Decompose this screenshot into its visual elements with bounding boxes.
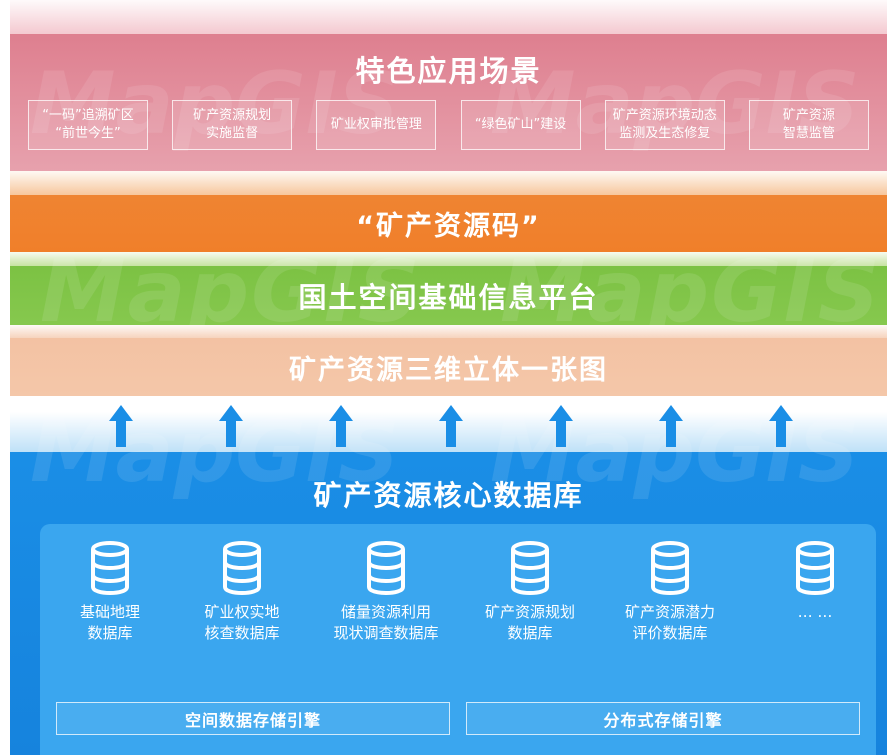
platform-layer-top (10, 252, 887, 266)
scene-box: 矿产资源环境动态 监测及生态修复 (604, 100, 725, 150)
scene-box: “绿色矿山”建设 (460, 100, 581, 150)
arrow-up-icon (439, 405, 463, 447)
database-label: 储量资源利用 现状调查数据库 (333, 603, 439, 642)
database-item: 矿业权实地 核查数据库 (172, 540, 312, 644)
database-icon (796, 541, 834, 595)
scenes-layer-top (10, 0, 887, 34)
database-panel: 基础地理 数据库 矿业权实地 核查数据库 (40, 524, 876, 755)
scene-box: “一码”追溯矿区 “前世今生” (28, 100, 148, 150)
arrow-up-icon (549, 405, 573, 447)
scene-box: 矿业权审批管理 (316, 100, 437, 150)
map3d-layer: 矿产资源三维立体一张图 (10, 338, 887, 396)
database-item: 储量资源利用 现状调查数据库 (311, 540, 461, 644)
scenes-title: 特色应用场景 (355, 54, 542, 88)
map3d-layer-top (10, 325, 887, 338)
ore-code-layer-top (10, 171, 887, 195)
database-label: 矿产资源规划 数据库 (484, 603, 575, 642)
scene-box: 矿产资源 智慧监管 (748, 100, 869, 150)
database-label: 基础地理 数据库 (79, 603, 140, 642)
database-item: 基础地理 数据库 (40, 540, 180, 644)
platform-title: 国土空间基础信息平台 (298, 280, 599, 314)
database-label: … … (797, 603, 833, 621)
database-item: 矿产资源潜力 评价数据库 (600, 540, 740, 644)
database-icon (91, 541, 129, 595)
database-icon (651, 541, 689, 595)
database-item: … … (750, 540, 880, 623)
database-label: 矿产资源潜力 评价数据库 (624, 603, 715, 642)
map3d-title: 矿产资源三维立体一张图 (289, 354, 608, 386)
ore-code-title: “矿产资源码” (356, 211, 541, 242)
database-icon (511, 541, 549, 595)
arrow-up-icon (109, 405, 133, 447)
arrow-up-icon (219, 405, 243, 447)
scenes-row: “一码”追溯矿区 “前世今生” 矿产资源规划 实施监督 矿业权审批管理 “绿色矿… (28, 100, 869, 150)
database-label: 矿业权实地 核查数据库 (204, 603, 280, 642)
arrow-up-icon (659, 405, 683, 447)
database-title: 矿产资源核心数据库 (313, 479, 584, 512)
arrow-up-icon (769, 405, 793, 447)
database-item: 矿产资源规划 数据库 (460, 540, 600, 644)
storage-engine-box: 空间数据存储引擎 (56, 702, 450, 735)
scenes-layer: 特色应用场景 “一码”追溯矿区 “前世今生” 矿产资源规划 实施监督 矿业权审批… (10, 34, 887, 171)
storage-engine-box: 分布式存储引擎 (466, 702, 860, 735)
arrow-up-icon (329, 405, 353, 447)
ore-code-layer: “矿产资源码” (10, 195, 887, 252)
database-icon (223, 541, 261, 595)
platform-layer: 国土空间基础信息平台 MapGIS MapGIS (10, 242, 887, 342)
database-icon (367, 541, 405, 595)
scene-box: 矿产资源规划 实施监督 (172, 100, 293, 150)
database-layer: 矿产资源核心数据库 基础地理 数据库 (10, 402, 887, 755)
